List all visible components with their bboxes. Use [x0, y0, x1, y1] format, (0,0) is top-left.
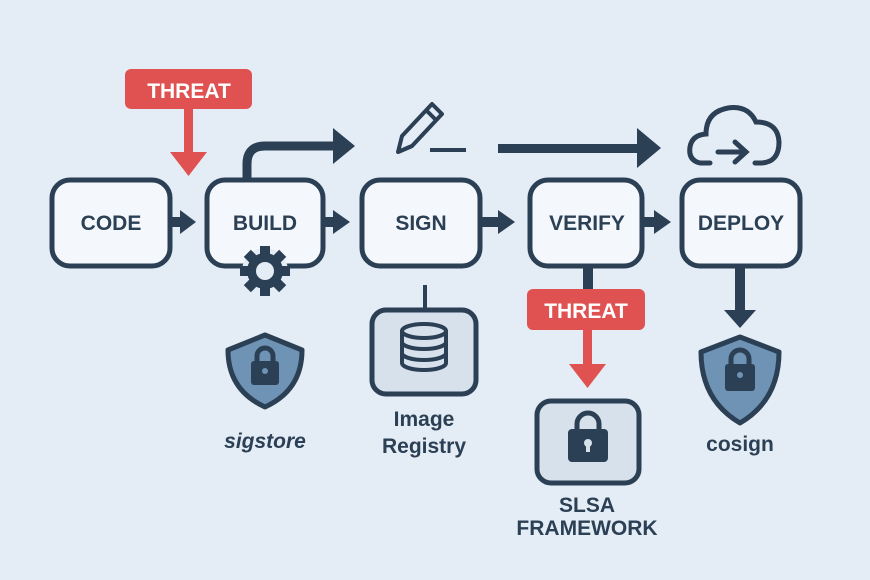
- cosign-shield-icon: [698, 334, 782, 426]
- stage-build-label: BUILD: [233, 212, 297, 235]
- stage-sign-label: SIGN: [395, 212, 446, 235]
- arrow-build-bypass: [242, 128, 355, 180]
- stage-deploy-label: DEPLOY: [698, 212, 784, 235]
- threat-build: THREAT: [125, 69, 252, 176]
- lock-icon: [568, 410, 608, 462]
- arrow-sign-verify: [480, 210, 515, 234]
- registry-label-line2: Registry: [382, 435, 466, 458]
- gear-icon: [240, 246, 290, 296]
- cosign-label: cosign: [706, 433, 774, 456]
- stage-code: CODE: [49, 177, 173, 269]
- sigstore-shield-icon: [225, 332, 305, 410]
- arrow-build-sign: [323, 210, 350, 234]
- arrow-sign-deploy: [498, 128, 661, 168]
- threat-verify-label: THREAT: [544, 300, 628, 323]
- slsa-label-line1: SLSA: [559, 494, 615, 517]
- threat-build-label: THREAT: [147, 80, 231, 103]
- flow-arrows: [170, 210, 671, 234]
- image-registry: [369, 307, 479, 397]
- verify-connector: [583, 266, 593, 290]
- stage-code-label: CODE: [81, 212, 142, 235]
- cloud-upload-icon: [687, 105, 782, 166]
- stage-verify-label: VERIFY: [549, 212, 625, 235]
- registry-label-line1: Image: [394, 408, 455, 431]
- threat-verify: THREAT: [527, 289, 645, 388]
- arrow-deploy-cosign: [724, 266, 756, 328]
- arrow-code-build: [170, 210, 196, 234]
- slsa-label-line2: FRAMEWORK: [516, 517, 657, 540]
- sigstore-label: sigstore: [224, 430, 306, 453]
- stage-deploy: DEPLOY: [679, 177, 803, 269]
- slsa-box: [534, 398, 642, 486]
- arrow-verify-deploy: [642, 210, 671, 234]
- stage-sign: SIGN: [359, 177, 483, 269]
- pencil-icon: [396, 102, 466, 154]
- database-icon: [400, 322, 448, 372]
- stage-verify: VERIFY: [527, 177, 645, 269]
